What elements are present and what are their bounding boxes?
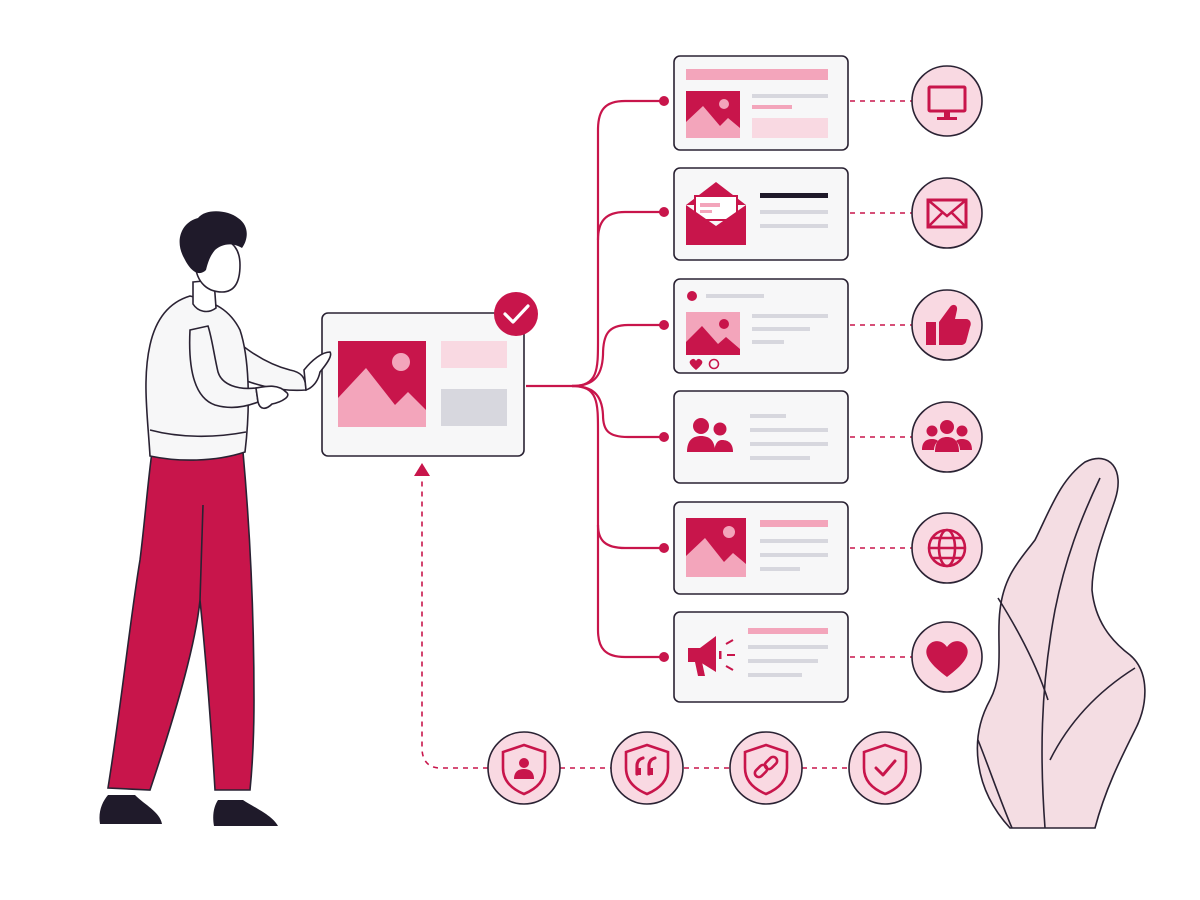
channel-card-email	[673, 167, 849, 261]
thumbs-up-icon	[926, 304, 971, 345]
channel-circle-envelope	[911, 177, 983, 249]
trousers	[107, 451, 255, 791]
hair	[179, 211, 247, 274]
landscape-image-icon	[338, 341, 426, 427]
globe-icon	[927, 528, 967, 568]
group-icon	[922, 420, 972, 452]
heart-icon	[926, 641, 968, 677]
channel-circle-heart	[911, 621, 983, 693]
shield-circle-quote	[610, 731, 684, 805]
front-hand	[255, 385, 289, 410]
open-envelope-icon	[686, 182, 746, 245]
channel-card-web-page	[673, 501, 849, 595]
arrow-up-icon	[414, 463, 430, 476]
social-post-image-icon	[686, 312, 740, 355]
feedback-dashed-loop	[421, 478, 850, 769]
landscape-image-icon	[686, 91, 740, 138]
user-shield-icon	[501, 743, 547, 796]
plant-decoration	[976, 457, 1146, 829]
channel-circle-globe	[911, 512, 983, 584]
person-figure	[99, 211, 332, 826]
monitor-icon	[927, 85, 967, 120]
connector-dots	[659, 96, 669, 662]
like-small-icon	[689, 358, 703, 370]
channel-dashed-links	[850, 100, 912, 658]
channel-card-website	[673, 55, 849, 151]
link-shield-icon	[743, 743, 789, 796]
channel-circle-monitor	[911, 65, 983, 137]
branch-connectors	[526, 99, 664, 659]
megaphone-icon	[688, 636, 735, 676]
envelope-icon	[926, 198, 968, 229]
source-title-bar	[441, 341, 507, 368]
channel-card-community	[673, 390, 849, 484]
quote-shield-icon	[624, 743, 670, 796]
users-icon	[687, 418, 733, 452]
channel-circle-group	[911, 401, 983, 473]
back-hand	[303, 351, 332, 392]
shield-circle-link	[729, 731, 803, 805]
comment-small-icon	[708, 358, 720, 370]
shield-circle-check	[848, 731, 922, 805]
channel-card-social-post	[673, 278, 849, 374]
check-shield-icon	[862, 743, 908, 796]
source-body-bar	[441, 389, 507, 426]
check-badge-icon	[494, 292, 538, 336]
left-shoe	[99, 795, 162, 824]
channel-card-advertising	[673, 611, 849, 703]
right-shoe	[213, 800, 278, 826]
channel-circle-thumbs-up	[911, 289, 983, 361]
shield-circle-user	[487, 731, 561, 805]
source-card	[321, 292, 538, 457]
landscape-image-icon	[686, 518, 746, 577]
